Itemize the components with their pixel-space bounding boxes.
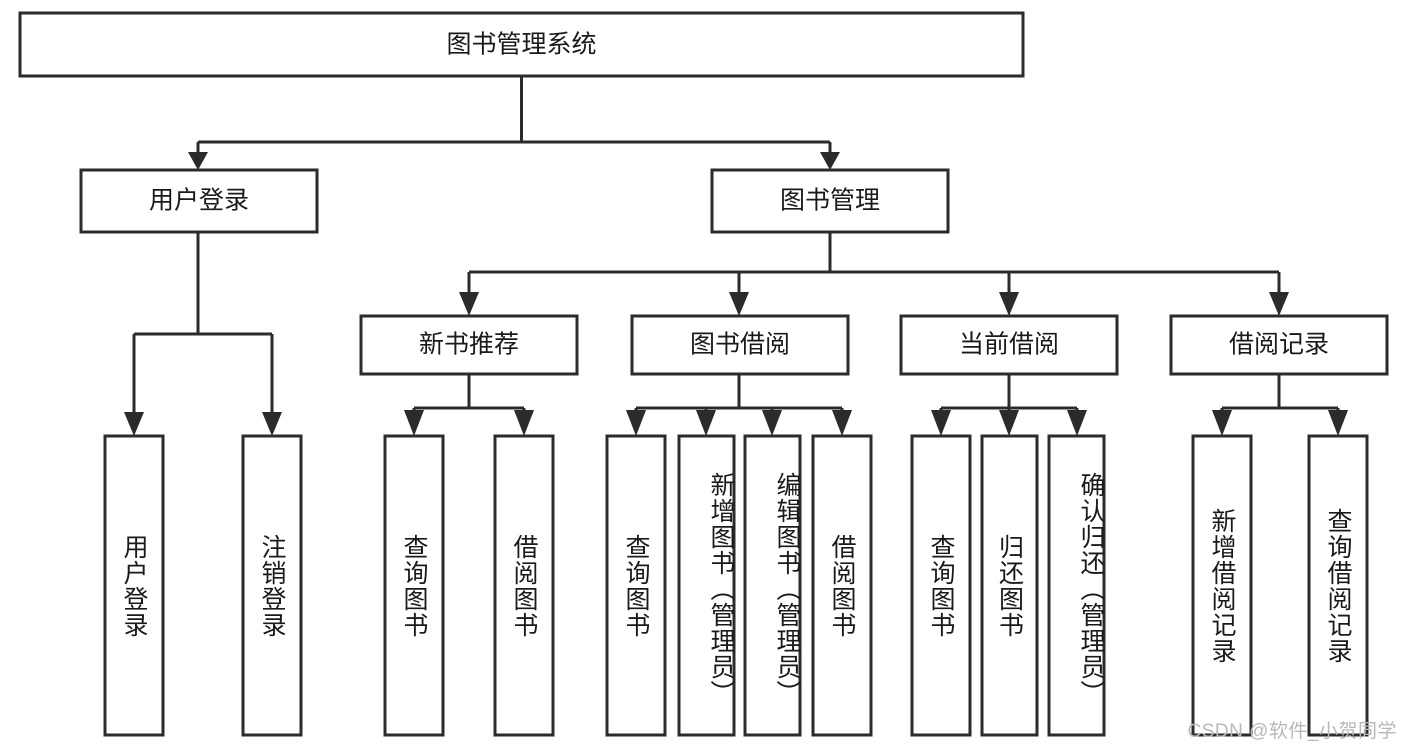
leaf-box-logout-login[interactable] <box>241 434 303 737</box>
leaf-box-query-book-1[interactable] <box>383 434 445 737</box>
leaf-box-confirm-return-admin[interactable] <box>1047 434 1106 737</box>
leaf-box-borrow-book-2[interactable] <box>811 434 873 737</box>
nodes-layer: 图书管理系统 用户登录 图书管理 新书推荐 图书借阅 当前借阅 借阅记录 <box>18 11 1389 737</box>
leaf-box-query-book-3[interactable] <box>910 434 972 737</box>
node-title-label: 图书管理系统 <box>446 31 596 59</box>
node-borrow-record-box[interactable] <box>1169 314 1389 376</box>
leaf-box-borrow-book-1[interactable] <box>493 434 555 737</box>
node-current-borrow-label: 当前借阅 <box>959 331 1059 359</box>
node-borrow-record-label: 借阅记录 <box>1229 331 1329 359</box>
leaf-box-return-book[interactable] <box>980 434 1039 737</box>
connectors-layer <box>124 76 1348 436</box>
node-book-borrow-box[interactable] <box>630 314 850 376</box>
arrow-head-leaf-user-login <box>124 412 144 436</box>
node-user-login-label: 用户登录 <box>149 187 249 215</box>
leaf-box-user-login[interactable] <box>103 434 165 737</box>
leaf-box-edit-book-admin[interactable] <box>743 434 802 737</box>
node-book-borrow-label: 图书借阅 <box>690 331 790 359</box>
arrow-head-book-management <box>820 152 840 170</box>
leaf-box-query-book-2[interactable] <box>605 434 667 737</box>
arrow-head-cb-2 <box>999 410 1019 436</box>
leaf-box-add-borrow-record[interactable] <box>1191 434 1253 737</box>
node-user-login-box[interactable] <box>79 168 319 234</box>
arrow-head-bb-3 <box>762 410 782 436</box>
leaf-box-add-book-admin[interactable] <box>677 434 736 737</box>
arrow-head-bb-1 <box>626 410 646 436</box>
arrow-head-cb-3 <box>1067 410 1087 436</box>
arrow-head-bb-2 <box>696 410 716 436</box>
node-book-management-box[interactable] <box>710 168 950 234</box>
arrow-head-borrow-record <box>1269 292 1289 316</box>
arrow-head-user-login <box>188 152 208 170</box>
arrow-head-current-borrow <box>999 292 1019 316</box>
arrow-head-leaf-logout <box>262 412 282 436</box>
node-new-book-recommend-label: 新书推荐 <box>419 331 519 359</box>
node-book-management-label: 图书管理 <box>780 187 880 215</box>
node-current-borrow-box[interactable] <box>899 314 1119 376</box>
arrow-head-cb-1 <box>931 410 951 436</box>
arrow-head-bb-4 <box>832 410 852 436</box>
watermark-text: CSDN @软件_小贺同学 <box>1187 721 1397 742</box>
arrow-head-new-book <box>459 292 479 316</box>
arrow-head-br-2 <box>1328 410 1348 436</box>
leaf-box-query-borrow-record[interactable] <box>1307 434 1369 737</box>
node-title-box[interactable] <box>18 11 1025 78</box>
node-new-book-recommend-box[interactable] <box>359 314 579 376</box>
arrow-head-nb-2 <box>514 410 534 436</box>
arrow-head-br-1 <box>1212 410 1232 436</box>
arrow-head-book-borrow <box>729 292 749 316</box>
arrow-head-nb-1 <box>404 410 424 436</box>
